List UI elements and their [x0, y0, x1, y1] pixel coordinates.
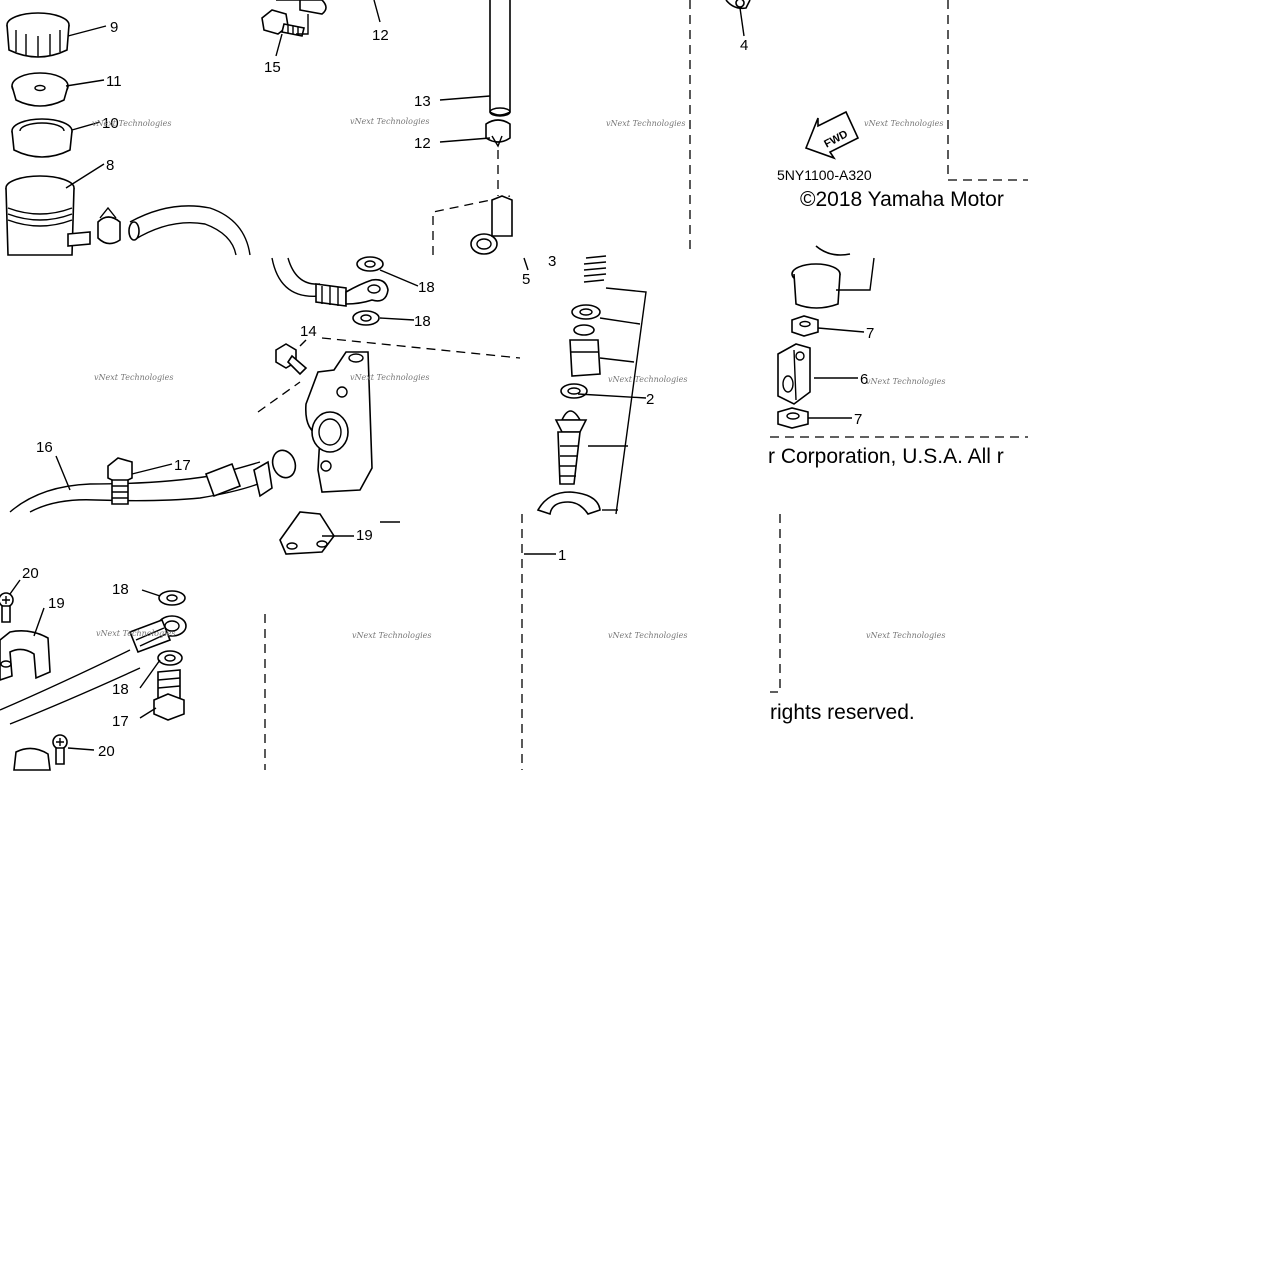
hose-holder-part [13, 747, 51, 771]
callout-18: 18 [414, 313, 431, 330]
copper-washer-part [356, 256, 384, 272]
watermark: vNext Technologies [92, 119, 171, 128]
group-bracket [588, 287, 647, 515]
hose-joint-part [253, 460, 273, 498]
callout-10: 10 [102, 115, 119, 132]
callout-8: 8 [106, 157, 114, 174]
callout-12: 12 [414, 135, 431, 152]
reservoir-hose-part [97, 205, 251, 256]
clevis-part [777, 343, 811, 405]
watermark: vNext Technologies [352, 631, 431, 640]
watermark: vNext Technologies [94, 373, 173, 382]
callout-13: 13 [414, 93, 431, 110]
callout-19: 19 [48, 595, 65, 612]
hose-clamp-part [485, 119, 511, 148]
callout-4: 4 [740, 37, 748, 54]
push-rod-part [554, 410, 588, 485]
callout-18: 18 [418, 279, 435, 296]
callout-15: 15 [264, 59, 281, 76]
leader-lines [9, 0, 865, 751]
union-bolt-part [153, 669, 185, 721]
watermarks: vNext Technologies vNext Technologies vN… [92, 117, 945, 640]
hose-bracket-part [276, 0, 327, 35]
fwd-arrow-icon: FWD [804, 110, 860, 160]
watermark: vNext Technologies [350, 373, 429, 382]
hose-holder-part [0, 630, 51, 681]
diaphragm-plate-part [11, 72, 69, 107]
circlip-part [536, 491, 601, 516]
secondary-cup-part [560, 383, 588, 399]
drawing-code: 5NY1100-A320 [777, 167, 872, 183]
watermark: vNext Technologies [866, 631, 945, 640]
watermark: vNext Technologies [866, 377, 945, 386]
callout-12: 12 [372, 27, 389, 44]
nut-part [791, 315, 819, 337]
hose-end-part [0, 615, 187, 725]
piston-part [569, 324, 601, 377]
callout-2: 2 [646, 391, 654, 408]
boot-part [470, 195, 513, 255]
callout-9: 9 [110, 19, 118, 36]
union-bolt-part [107, 457, 133, 505]
screw-part [0, 592, 14, 623]
copyright-segment-2: r Corporation, U.S.A. All r [768, 445, 1004, 468]
copper-washer-part [352, 310, 380, 326]
copyright-segment-3: rights reserved. [770, 701, 915, 724]
callout-labels: 9 11 10 8 12 15 13 12 4 18 18 14 5 3 2 7… [22, 19, 874, 760]
push-rod-spring-part [583, 255, 607, 283]
master-cylinder-body-part [304, 351, 373, 493]
assembly-dashed-lines [257, 0, 1028, 770]
bolt-part [261, 9, 305, 37]
callout-1: 1 [558, 547, 566, 564]
watermark: vNext Technologies [608, 631, 687, 640]
primary-cup-part [571, 304, 601, 320]
callout-7: 7 [866, 325, 874, 342]
reservoir-tank-part [5, 175, 91, 256]
o-ring-part [271, 449, 297, 479]
brake-hose-part [271, 257, 389, 307]
breather-hose-part [489, 0, 511, 117]
callout-18: 18 [112, 581, 129, 598]
watermark: vNext Technologies [606, 119, 685, 128]
callout-20: 20 [98, 743, 115, 760]
screw-part [52, 734, 68, 765]
callout-18: 18 [112, 681, 129, 698]
callout-11: 11 [106, 73, 122, 90]
callout-6: 6 [860, 371, 868, 388]
callout-20: 20 [22, 565, 39, 582]
callout-5: 5 [522, 271, 530, 288]
watermark: vNext Technologies [350, 117, 429, 126]
callout-7: 7 [854, 411, 862, 428]
callout-16: 16 [36, 439, 53, 456]
copper-washer-part [157, 650, 183, 666]
watermark: vNext Technologies [864, 119, 943, 128]
watermark: vNext Technologies [96, 629, 175, 638]
mounting-bolt-part [275, 343, 308, 376]
bushing-part [791, 245, 875, 309]
callout-14: 14 [300, 323, 317, 340]
rear-brake-hose-part [9, 461, 261, 513]
nut-part [777, 407, 809, 429]
reservoir-cap-part [6, 12, 70, 58]
hose-guide-part [279, 511, 335, 555]
callout-3: 3 [548, 253, 556, 270]
hose-joint-part [725, 0, 751, 10]
callout-17: 17 [174, 457, 191, 474]
callout-17: 17 [112, 713, 129, 730]
copyright-segment-1: ©2018 Yamaha Motor [800, 188, 1004, 211]
callout-19: 19 [356, 527, 373, 544]
watermark: vNext Technologies [608, 375, 687, 384]
diaphragm-part [11, 118, 73, 158]
copper-washer-part [158, 590, 186, 606]
